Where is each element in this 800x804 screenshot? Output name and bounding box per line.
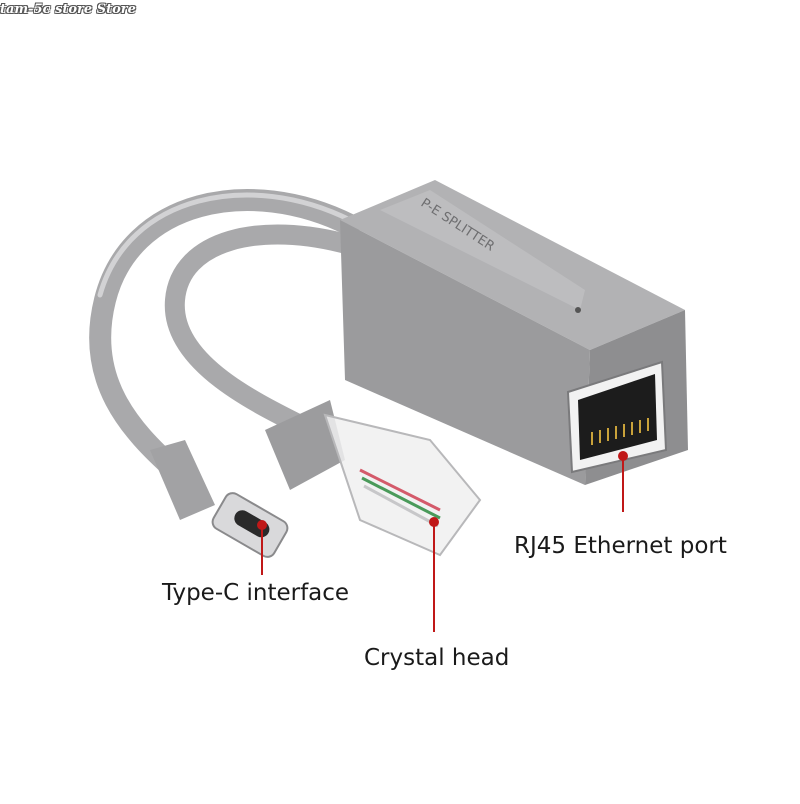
type-c-label: Type-C interface bbox=[162, 580, 350, 606]
rj45-port bbox=[566, 360, 668, 474]
callout-lines bbox=[257, 451, 628, 632]
crystal-head-label: Crystal head bbox=[364, 645, 510, 671]
cable-to-crystal-head bbox=[164, 224, 360, 435]
store-watermark: tam-5c store Store bbox=[0, 2, 136, 17]
crystal-head-wires bbox=[359, 468, 441, 528]
crystal-head bbox=[265, 400, 482, 557]
type-c-connector bbox=[150, 440, 289, 558]
housing-left-side bbox=[340, 220, 590, 485]
crystal-head-body bbox=[323, 413, 482, 557]
typec-strain-relief bbox=[150, 440, 215, 520]
crystal-head-boot bbox=[265, 400, 345, 490]
cable-to-typec bbox=[89, 189, 361, 481]
housing-dot bbox=[575, 307, 581, 313]
cable-group bbox=[89, 189, 361, 481]
rj45-port-label: RJ45 Ethernet port bbox=[514, 533, 727, 559]
typec-opening bbox=[234, 510, 270, 538]
housing-ridge bbox=[380, 190, 585, 310]
cable-highlight bbox=[97, 192, 353, 298]
port-opening bbox=[578, 374, 657, 460]
port-pins bbox=[591, 418, 649, 445]
